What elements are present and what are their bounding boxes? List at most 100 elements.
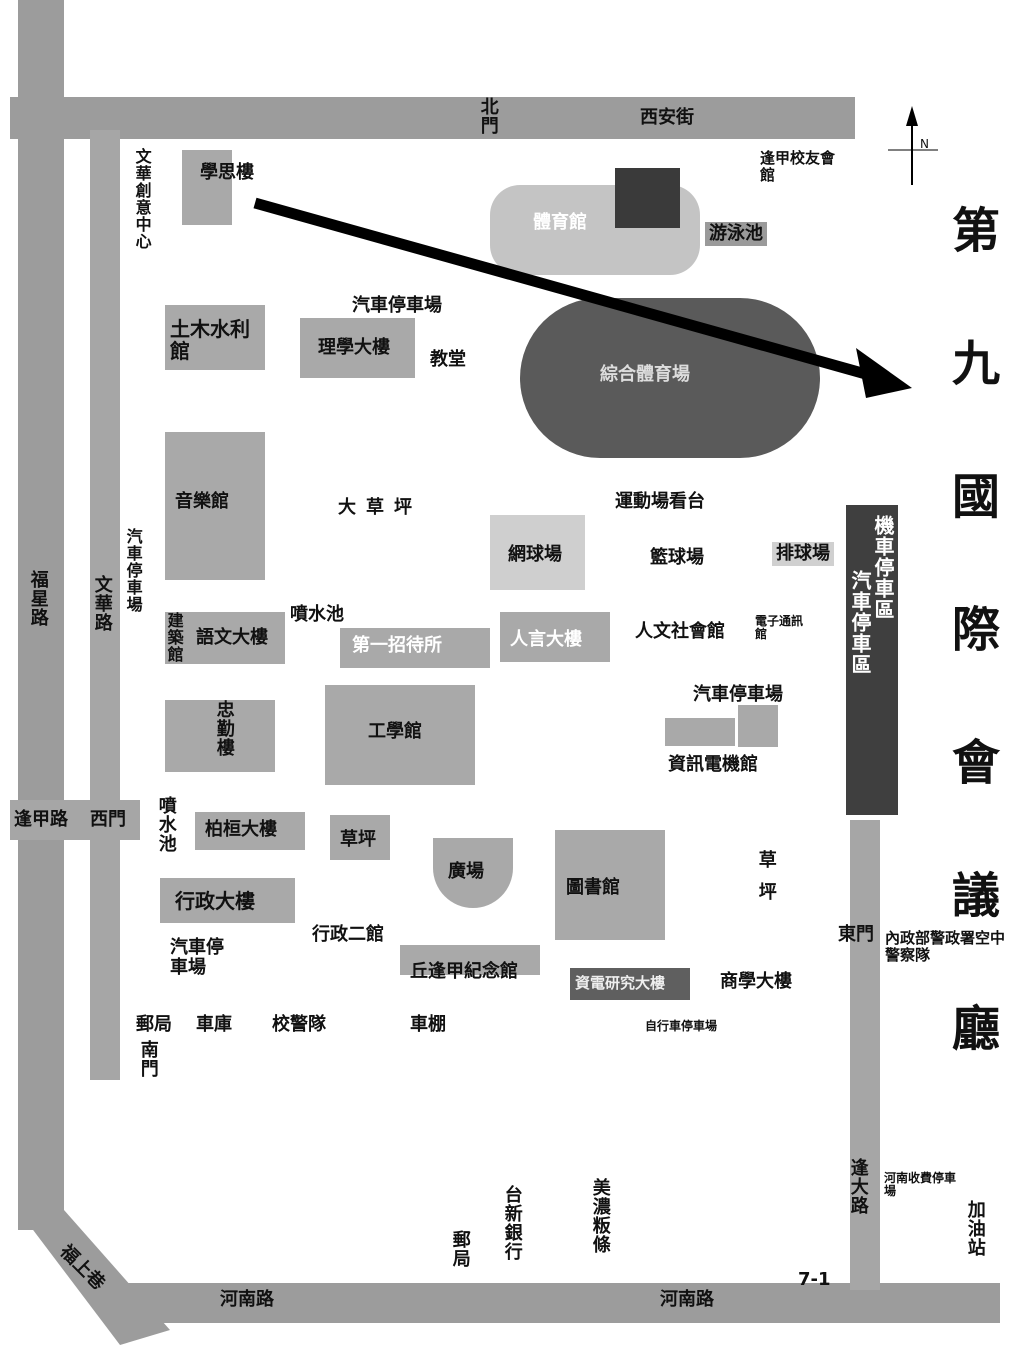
bike-label: 自行車停車場 [645,1019,718,1033]
compass-arrow [906,106,918,126]
admin-block [160,878,295,923]
gate-east-label: 東門 [838,924,874,945]
taishin-label: 台新銀行 [501,1185,523,1261]
parking1-label: 汽車停車場 [352,295,442,316]
guest-label: 第一招待所 [352,635,442,656]
wenhua-center-label: 文華創意中心 [132,148,152,250]
humanities-block [500,612,610,662]
humanities-label: 人言大樓 [510,629,582,650]
xuesi-label: 學思樓 [200,162,254,183]
road-west-outer-label: 福星路 [27,570,49,627]
gate-south-label: 南門 [137,1040,159,1078]
shed-label: 車棚 [410,1014,446,1035]
gas-label: 加油站 [964,1200,986,1257]
garage-label: 車庫 [196,1014,232,1035]
east-parking-strip [846,505,898,815]
engineering-block [325,685,475,785]
title-char: 會 [951,735,1000,791]
gym-dark-block [615,168,680,228]
admin-label: 行政大樓 [175,889,255,913]
toll-label: 河南收費停車場 [884,1171,957,1199]
road-north [10,97,855,139]
title-char: 九 [951,336,1000,392]
library-block [555,830,665,940]
it-block-b [738,705,778,747]
guest-block [340,628,490,668]
volleyball-label: 排球場 [772,542,834,566]
fountain2-label: 噴水池 [155,796,177,853]
parking3-label: 汽車停車場 [170,937,224,978]
gym-label: 體育館 [533,212,587,233]
square-block [433,838,513,908]
tennis-block [490,515,585,590]
title-char: 際 [951,602,1000,658]
it-block-a [665,718,735,746]
pool-label: 游泳池 [705,222,767,246]
parking2-label: 汽車停車場 [693,684,783,705]
cypress-label: 柏桓大樓 [205,819,277,840]
title-char: 議 [951,868,1000,924]
venue-title: 第 九 國 際 會 議 廳 [936,165,1016,1096]
moto-label: 機車停車區 [871,515,895,620]
title-char: 第 [951,203,1000,259]
title-char: 廳 [951,1001,1000,1057]
engineering-label: 工學館 [368,721,422,742]
tennis-label: 網球場 [508,544,562,565]
road-east-label: 逢大路 [847,1158,869,1215]
electronic-label: 電子通訊館 [755,614,804,642]
architecture-label: 建築館 [164,612,184,663]
music-label: 音樂館 [175,491,229,512]
civil-label: 土木水利館 [170,317,250,363]
road-east [850,820,880,1290]
meinong-label: 美濃粄條 [589,1178,611,1254]
it-label: 資訊電機館 [668,754,758,775]
science-label: 理學大樓 [318,337,390,358]
post-label: 郵局 [136,1014,172,1035]
alumni-label: 逢甲校友會館 [760,149,836,184]
stadium-label: 綜合體育場 [600,364,690,385]
gate-north-label: 北門 [477,97,499,135]
code-label: 7-1 [798,1269,831,1290]
security-label: 校警隊 [272,1014,326,1035]
church-label: 教堂 [430,349,466,370]
lawn3-label: 草坪 [755,850,777,914]
police-label: 內政部警政署空中警察隊 [885,929,1006,964]
cypress-block [195,812,305,850]
car-label: 汽車停車區 [848,570,872,675]
zhongqin-block [165,700,275,772]
road-south-left-label: 河南路 [220,1289,274,1310]
language-block [165,612,285,664]
business-center-block [570,968,690,1000]
road-west-gate-label: 逢甲路 [14,809,68,830]
post2-label: 郵局 [449,1230,471,1268]
lawn-big-label: 大草坪 [338,497,422,518]
science-block [300,318,415,378]
road-west-gate [10,800,140,840]
square-label: 廣場 [448,861,484,882]
memorial-label: 丘逢甲紀念館 [410,961,518,982]
stands-label: 運動場看台 [615,491,705,512]
gate-west-label: 西門 [90,809,126,830]
admin2-label: 行政二館 [312,924,384,945]
road-diagonal [18,1210,170,1345]
fountain1-label: 噴水池 [290,604,344,625]
civil-block [165,305,265,370]
music-block [165,432,265,580]
lawn2-block [330,815,390,860]
road-west-inner [90,130,120,1080]
road-north-label: 西安街 [640,107,694,128]
lawn2-label: 草坪 [340,829,376,850]
memorial-block [400,945,540,975]
road-west-outer [18,0,64,1230]
social-label: 人文社會館 [635,621,725,642]
road-south-right-label: 河南路 [660,1289,714,1310]
parking-west-label: 汽車停車場 [123,528,143,613]
compass-label: N [920,137,929,151]
language-label: 語文大樓 [196,627,268,648]
business-center-label: 資電研究大樓 [575,974,666,992]
route-arrow-line [253,197,882,384]
road-west-inner-label: 文華路 [91,575,113,632]
xuesi-block [182,150,232,225]
basketball-label: 籃球場 [650,547,704,568]
